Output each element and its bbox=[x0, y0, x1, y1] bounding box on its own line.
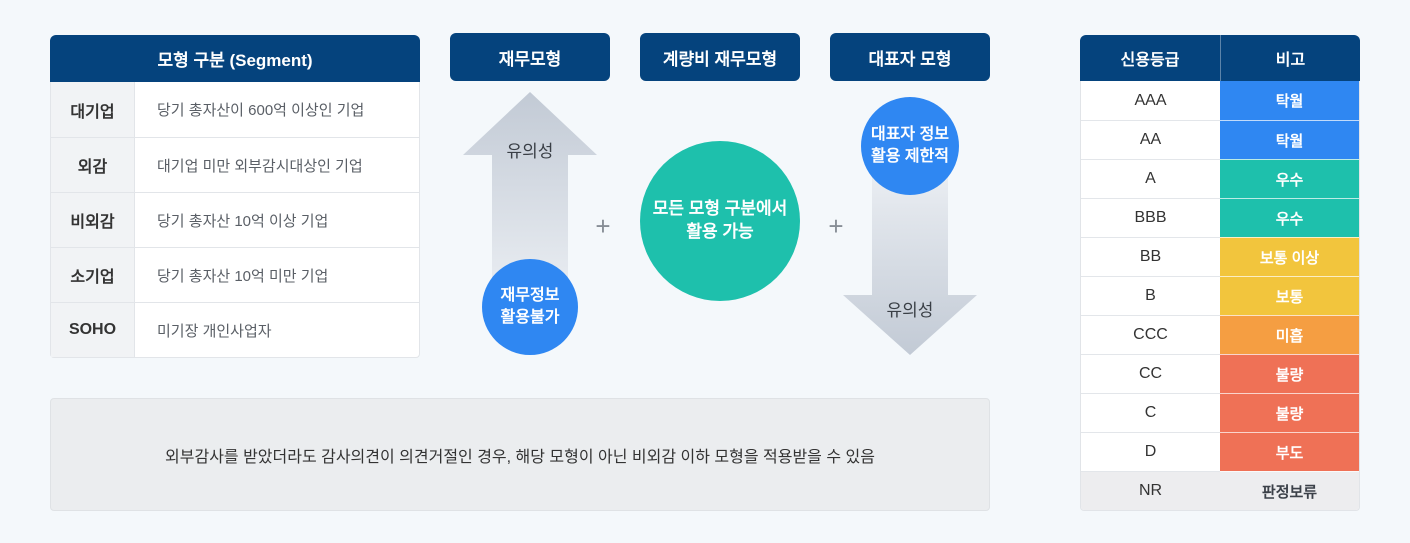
footnote-box: 외부감사를 받았더라도 감사의견이 의견거절인 경우, 해당 모형이 아닌 비외… bbox=[50, 398, 990, 511]
table-row: BBB 우수 bbox=[1081, 198, 1359, 237]
grade-cell: AA bbox=[1081, 120, 1220, 159]
financial-info-badge: 재무정보 활용불가 bbox=[482, 259, 578, 355]
segment-desc: 대기업 미만 외부감시대상인 기업 bbox=[157, 157, 363, 175]
remark-cell: 탁월 bbox=[1220, 81, 1359, 120]
table-row: C 불량 bbox=[1081, 393, 1359, 432]
segment-desc: 미기장 개인사업자 bbox=[157, 322, 272, 340]
plus-icon: + bbox=[828, 210, 844, 241]
grade-cell: D bbox=[1081, 432, 1220, 471]
up-arrow-icon bbox=[463, 92, 597, 320]
table-row: 비외감 당기 총자산 10억 이상 기업 bbox=[51, 192, 419, 247]
table-row: NR 판정보류 bbox=[1081, 471, 1359, 510]
table-row: D 부도 bbox=[1081, 432, 1359, 471]
non-financial-model-header: 계량비 재무모형 bbox=[640, 33, 800, 81]
segment-table-body: 대기업 당기 총자산이 600억 이상인 기업 외감 대기업 미만 외부감시대상… bbox=[50, 82, 420, 358]
remark-cell: 보통 이상 bbox=[1220, 237, 1359, 276]
grade-cell: A bbox=[1081, 159, 1220, 198]
segment-label: 비외감 bbox=[51, 193, 135, 247]
grade-cell: CCC bbox=[1081, 315, 1220, 354]
segment-label: 소기업 bbox=[51, 248, 135, 302]
table-row: 외감 대기업 미만 외부감시대상인 기업 bbox=[51, 137, 419, 192]
significance-label-up: 유의성 bbox=[506, 142, 554, 161]
remark-cell: 불량 bbox=[1220, 393, 1359, 432]
representative-info-badge: 대표자 정보 활용 제한적 bbox=[861, 97, 959, 195]
table-row: SOHO 미기장 개인사업자 bbox=[51, 302, 419, 357]
plus-icon: + bbox=[595, 210, 611, 241]
table-row: AAA 탁월 bbox=[1081, 81, 1359, 120]
grade-cell: CC bbox=[1081, 354, 1220, 393]
segment-table: 모형 구분 (Segment) 대기업 당기 총자산이 600억 이상인 기업 … bbox=[50, 35, 420, 358]
table-row: A 우수 bbox=[1081, 159, 1359, 198]
remark-cell: 부도 bbox=[1220, 432, 1359, 471]
all-segments-badge: 모든 모형 구분에서 활용 가능 bbox=[640, 141, 800, 301]
remark-cell: 탁월 bbox=[1220, 120, 1359, 159]
grade-cell: B bbox=[1081, 276, 1220, 315]
remark-cell: 우수 bbox=[1220, 159, 1359, 198]
badge-line: 활용 제한적 bbox=[870, 148, 950, 165]
rating-table-body: AAA 탁월 AA 탁월 A 우수 BBB 우수 BB 보통 이상 B 보통 bbox=[1080, 81, 1360, 511]
remark-cell: 미흡 bbox=[1220, 315, 1359, 354]
badge-line: 활용불가 bbox=[500, 309, 560, 326]
segment-label: 외감 bbox=[51, 138, 135, 192]
segment-desc: 당기 총자산 10억 이상 기업 bbox=[157, 212, 329, 230]
table-row: 대기업 당기 총자산이 600억 이상인 기업 bbox=[51, 82, 419, 137]
remark-cell: 보통 bbox=[1220, 276, 1359, 315]
credit-rating-table: 신용등급 비고 AAA 탁월 AA 탁월 A 우수 BBB 우수 BB 보통 이… bbox=[1080, 35, 1360, 511]
representative-model-header: 대표자 모형 bbox=[830, 33, 990, 81]
grade-cell: AAA bbox=[1081, 81, 1220, 120]
segment-desc: 당기 총자산이 600억 이상인 기업 bbox=[157, 102, 365, 119]
table-row: 소기업 당기 총자산 10억 미만 기업 bbox=[51, 247, 419, 302]
significance-label-down: 유의성 bbox=[886, 301, 934, 320]
badge-line: 모든 모형 구분에서 bbox=[652, 199, 788, 219]
remark-column-header: 비고 bbox=[1220, 35, 1360, 81]
rating-table-header: 신용등급 비고 bbox=[1080, 35, 1360, 81]
table-row: CC 불량 bbox=[1081, 354, 1359, 393]
grade-cell: C bbox=[1081, 393, 1220, 432]
grade-column-header: 신용등급 bbox=[1120, 52, 1180, 69]
remark-cell: 판정보류 bbox=[1220, 471, 1359, 510]
down-arrow-icon bbox=[843, 150, 977, 355]
financial-model-header: 재무모형 bbox=[450, 33, 610, 81]
table-row: B 보통 bbox=[1081, 276, 1359, 315]
segment-label: 대기업 bbox=[51, 82, 135, 137]
grade-cell: NR bbox=[1081, 471, 1220, 510]
remark-cell: 불량 bbox=[1220, 354, 1359, 393]
segment-label: SOHO bbox=[51, 303, 135, 357]
table-row: CCC 미흡 bbox=[1081, 315, 1359, 354]
table-row: BB 보통 이상 bbox=[1081, 237, 1359, 276]
grade-cell: BBB bbox=[1081, 198, 1220, 237]
footnote-text: 외부감사를 받았더라도 감사의견이 의견거절인 경우, 해당 모형이 아닌 비외… bbox=[165, 448, 875, 466]
badge-line: 활용 가능 bbox=[686, 222, 754, 241]
remark-cell: 우수 bbox=[1220, 198, 1359, 237]
table-row: AA 탁월 bbox=[1081, 120, 1359, 159]
segment-table-title: 모형 구분 (Segment) bbox=[50, 35, 420, 82]
badge-line: 대표자 정보 bbox=[870, 126, 950, 144]
segment-desc: 당기 총자산 10억 미만 기업 bbox=[157, 267, 329, 285]
badge-line: 재무정보 bbox=[500, 287, 560, 305]
grade-cell: BB bbox=[1081, 237, 1220, 276]
